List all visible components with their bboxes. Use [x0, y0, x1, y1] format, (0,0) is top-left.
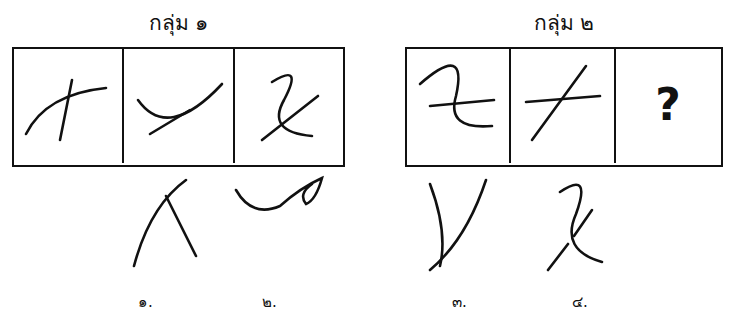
option-number: ๑.	[138, 290, 153, 314]
option-number: ๔.	[572, 290, 588, 314]
group-heading: กลุ่ม ๒	[405, 8, 723, 38]
option-number: ๓.	[452, 290, 467, 314]
figure-group: กลุ่ม ๑	[12, 8, 345, 165]
figure-strokes	[26, 66, 602, 270]
group-strip	[12, 47, 345, 167]
answer-cell: ?	[615, 47, 721, 163]
cell-dividers	[123, 47, 615, 163]
question-mark: ?	[655, 83, 681, 127]
figure-group: กลุ่ม ๒?	[405, 8, 723, 165]
group-heading: กลุ่ม ๑	[12, 8, 345, 38]
option-number: ๒.	[262, 290, 277, 314]
